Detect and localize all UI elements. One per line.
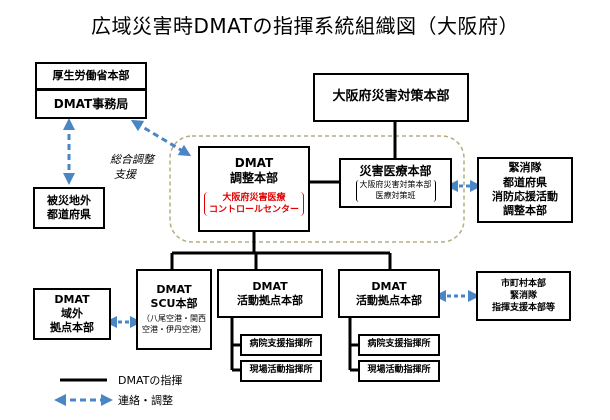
dmat-office-label: DMAT事務局 <box>53 96 129 111</box>
outside-line1: DMAT <box>54 293 90 307</box>
base2-line2: 活動拠点本部 <box>356 293 422 307</box>
hospital-support-2-box: 病院支援指揮所 <box>358 334 440 356</box>
dmat-coordination-hq-box: DMAT 調整本部 大阪府災害医療 コントロールセンター <box>198 146 310 232</box>
fire-line2: 都道府県 <box>503 175 547 189</box>
mhlw-label: 厚生労働省本部 <box>52 69 130 83</box>
field-activity-1-box: 現場活動指揮所 <box>240 360 322 382</box>
control-center-line1: 大阪府災害医療 <box>222 193 286 203</box>
fire-coordination-box: 緊消隊 都道府県 消防応援活動 調整本部 <box>477 157 573 223</box>
hosp2-label: 病院支援指揮所 <box>367 339 431 350</box>
outside-base-box: DMAT 域外 拠点本部 <box>33 288 111 340</box>
coordination-annotation: 総合調整 支援 <box>110 153 154 183</box>
base2-line1: DMAT <box>371 279 407 293</box>
scu-line2: SCU本部 <box>150 297 198 311</box>
fire-line4: 調整本部 <box>503 204 547 218</box>
dmat-hq-line1: DMAT <box>234 156 274 170</box>
municipal-line3: 指揮支援本部等 <box>491 303 555 314</box>
dmat-hq-line2: 調整本部 <box>229 171 278 185</box>
scu-hq-box: DMAT SCU本部 （八尾空港・関西 空港・伊丹空港） <box>136 269 212 350</box>
page-title: 広域災害時DMATの指揮系統組織図（大阪府） <box>90 14 519 38</box>
hosp1-label: 病院支援指揮所 <box>249 339 313 350</box>
scu-sub1: （八尾空港・関西 <box>142 313 206 323</box>
osaka-hq-box: 大阪府災害対策本部 <box>313 73 469 122</box>
annotation-line2: 支援 <box>114 167 136 181</box>
fire-line3: 消防応援活動 <box>492 190 558 203</box>
dmat-office-box: DMAT事務局 <box>35 90 147 119</box>
outside-line3: 拠点本部 <box>50 320 94 334</box>
scu-sub: （八尾空港・関西 空港・伊丹空港） <box>142 314 206 336</box>
legend-command-label: DMATの指揮 <box>118 374 183 387</box>
activity-base-2-box: DMAT 活動拠点本部 <box>338 269 440 318</box>
municipal-hq-box: 市町村本部 緊消隊 指揮支援本部等 <box>476 271 571 321</box>
medical-hq-label: 災害医療本部 <box>359 164 432 179</box>
medical-hq-sub1: 大阪府災害対策本部 <box>359 180 432 190</box>
municipal-line1: 市町村本部 <box>500 278 546 289</box>
osaka-hq-label: 大阪府災害対策本部 <box>332 89 450 105</box>
field1-label: 現場活動指揮所 <box>249 365 313 376</box>
affected-line1: 被災地外 <box>47 194 91 208</box>
field2-label: 現場活動指揮所 <box>367 365 431 376</box>
medical-hq-box: 災害医療本部 大阪府災害対策本部 医療対策班 <box>339 158 452 208</box>
activity-base-1-box: DMAT 活動拠点本部 <box>217 269 323 318</box>
affected-line2: 都道府県 <box>47 208 91 221</box>
fire-line1: 緊消隊 <box>508 161 542 175</box>
medical-hq-sub2: 医療対策班 <box>375 191 416 200</box>
hospital-support-1-box: 病院支援指揮所 <box>240 334 322 356</box>
outside-line2: 域外 <box>61 307 83 321</box>
medical-hq-sub: 大阪府災害対策本部 医療対策班 <box>355 180 436 202</box>
control-center-group: 大阪府災害医療 コントロールセンター <box>203 192 304 217</box>
affected-prefecture-box: 被災地外 都道府県 <box>33 187 105 229</box>
mhlw-dmat-arrow <box>130 119 192 157</box>
field-activity-2-box: 現場活動指揮所 <box>358 360 440 382</box>
base1-line2: 活動拠点本部 <box>237 293 303 307</box>
scu-line1: DMAT <box>156 283 192 297</box>
scu-sub2: 空港・伊丹空港） <box>142 324 206 334</box>
base1-line1: DMAT <box>252 279 288 293</box>
mhlw-box: 厚生労働省本部 <box>35 62 147 90</box>
annotation-line1: 総合調整 <box>110 153 154 166</box>
legend-liaison-label: 連絡・調整 <box>118 394 173 407</box>
municipal-line2: 緊消隊 <box>509 290 537 301</box>
control-center-line2: コントロールセンター <box>208 205 299 216</box>
